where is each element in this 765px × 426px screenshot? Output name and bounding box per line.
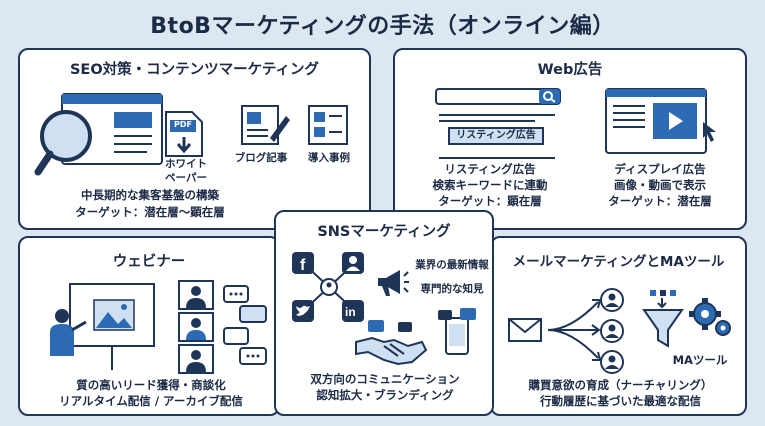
- listing-title: リスティング広告: [444, 162, 536, 176]
- svg-text:in: in: [345, 305, 356, 319]
- listing-desc: 検索キーワードに連動: [432, 178, 548, 192]
- mail-ma-title: メールマーケティングとMAツール: [512, 254, 725, 270]
- listing-ad-box: [448, 127, 544, 145]
- video-participant-icon: [178, 280, 214, 374]
- pdf-icon: [165, 111, 203, 157]
- blog-icon: [241, 105, 290, 145]
- display-target: ターゲット：潜在層: [608, 194, 712, 208]
- flow-arrows: [547, 299, 602, 361]
- chat-bubble-icon: [223, 285, 267, 365]
- gear-icon: [689, 298, 731, 336]
- seo-title: SEO対策・コンテンツマーケティング: [69, 62, 319, 78]
- sns-line-2: 認知拡大・ブランディング: [316, 388, 454, 402]
- web-ad-card: Web広告 リスティング広告 リスティング広告 検索キーワードに連動 ターゲット…: [393, 48, 747, 230]
- search-bar-icon: [435, 88, 561, 105]
- seo-card: SEO対策・コンテンツマーケティング PDF ホワイト ペーパー ブログ記事: [18, 48, 371, 230]
- mail-line-2: 行動履歴に基づいた最適な配信: [540, 394, 701, 408]
- display-desc: 画像・動画で表示: [614, 178, 706, 192]
- web-ad-title: Web広告: [537, 62, 603, 78]
- whitepaper-label-1: ホワイト: [165, 158, 207, 170]
- smartphone-icon: [438, 308, 476, 355]
- seo-line-1: 中長期的な集客基盤の構築: [81, 188, 219, 202]
- listing-box-label: リスティング広告: [456, 130, 536, 141]
- sns-line-1: 双方向のコミュニケーション: [310, 372, 460, 386]
- webinar-line-2: リアルタイム配信 / アーカイブ配信: [59, 394, 243, 408]
- sns-point-1: 業界の最新情報: [415, 259, 489, 271]
- whitepaper-label-2: ペーパー: [165, 172, 207, 184]
- megaphone-icon: [378, 270, 409, 296]
- twitter-icon: [292, 300, 314, 322]
- user-icon: [600, 288, 624, 374]
- webinar-card: ウェビナー 質の高いリード獲得・商談化 リアルタイム配信 / アーカイブ配信: [18, 236, 280, 416]
- funnel-icon: [642, 290, 684, 348]
- svg-text:f: f: [300, 257, 306, 274]
- linkedin-icon: in: [342, 300, 364, 322]
- case-study-icon: [308, 105, 348, 145]
- handshake-icon: [355, 320, 428, 366]
- display-title: ディスプレイ広告: [614, 162, 706, 176]
- magnifier-icon: [34, 110, 92, 176]
- case-label: 導入事例: [308, 152, 350, 164]
- monitor-icon: [605, 88, 707, 154]
- search-results-lines: [439, 114, 555, 159]
- sns-title: SNSマーケティング: [317, 224, 451, 240]
- pdf-label: PDF: [174, 120, 192, 129]
- presenter-icon: [50, 283, 155, 370]
- page-title: BtoBマーケティングの手法（オンライン編）: [150, 14, 615, 39]
- blog-label: ブログ記事: [234, 152, 288, 164]
- listing-target: ターゲット：顕在層: [438, 194, 542, 208]
- user-icon: [342, 252, 364, 274]
- mail-ma-card: メールマーケティングとMAツール: [490, 236, 747, 416]
- mail-icon: [508, 318, 542, 342]
- seo-line-2: ターゲット：潜在層〜顕在層: [75, 205, 225, 219]
- mail-line-1: 購買意欲の育成（ナーチャリング）: [528, 378, 713, 392]
- facebook-icon: f: [292, 252, 314, 274]
- sns-point-2: 専門的な知見: [420, 283, 484, 295]
- ma-tool-label: MAツール: [672, 353, 728, 367]
- webinar-title: ウェビナー: [112, 254, 186, 270]
- sns-card: SNSマーケティング f in 業界の最新情報 専門的な知見: [274, 210, 494, 416]
- cursor-icon: [703, 122, 716, 142]
- webinar-line-1: 質の高いリード獲得・商談化: [76, 378, 226, 392]
